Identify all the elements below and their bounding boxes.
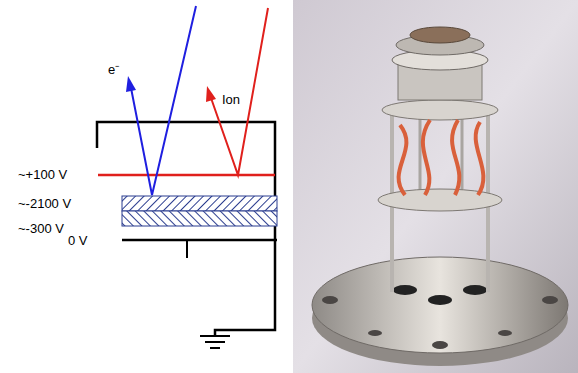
ground-symbol <box>200 335 230 337</box>
wire <box>452 120 459 195</box>
wire <box>399 125 407 195</box>
grid-electrode <box>98 174 275 177</box>
bolt-hole <box>322 296 338 304</box>
bolt-hole <box>432 341 448 349</box>
anode-plate <box>122 239 277 242</box>
bolt-hole <box>368 330 382 336</box>
wire <box>476 122 484 195</box>
arrow-head <box>126 76 136 92</box>
particle-label: e⁻ <box>108 62 119 77</box>
arrow-head <box>206 86 216 102</box>
electron-path <box>131 6 196 195</box>
bolt-hole <box>498 330 512 336</box>
mcp-plate <box>122 211 277 226</box>
mcp-face <box>410 27 470 43</box>
particle-label: Ion <box>222 92 240 107</box>
feedthrough <box>428 295 452 305</box>
ground-symbol <box>210 347 220 349</box>
feedthrough <box>463 285 487 295</box>
anode-lead <box>186 240 188 258</box>
mcp-plate <box>122 196 277 211</box>
ground-symbol <box>205 341 225 343</box>
feedthrough <box>393 285 417 295</box>
photo-background <box>293 0 578 373</box>
flange <box>312 257 568 353</box>
voltage-label: 0 V <box>68 233 88 248</box>
voltage-label: ~-2100 V <box>18 196 71 211</box>
mounting-plate <box>382 100 498 120</box>
voltage-label: ~+100 V <box>18 167 67 182</box>
mounting-plate <box>378 189 502 211</box>
bolt-hole <box>542 296 558 304</box>
housing-wire <box>97 122 275 336</box>
ion-path <box>211 8 268 175</box>
wire <box>423 120 430 195</box>
voltage-label: ~-300 V <box>18 221 64 236</box>
